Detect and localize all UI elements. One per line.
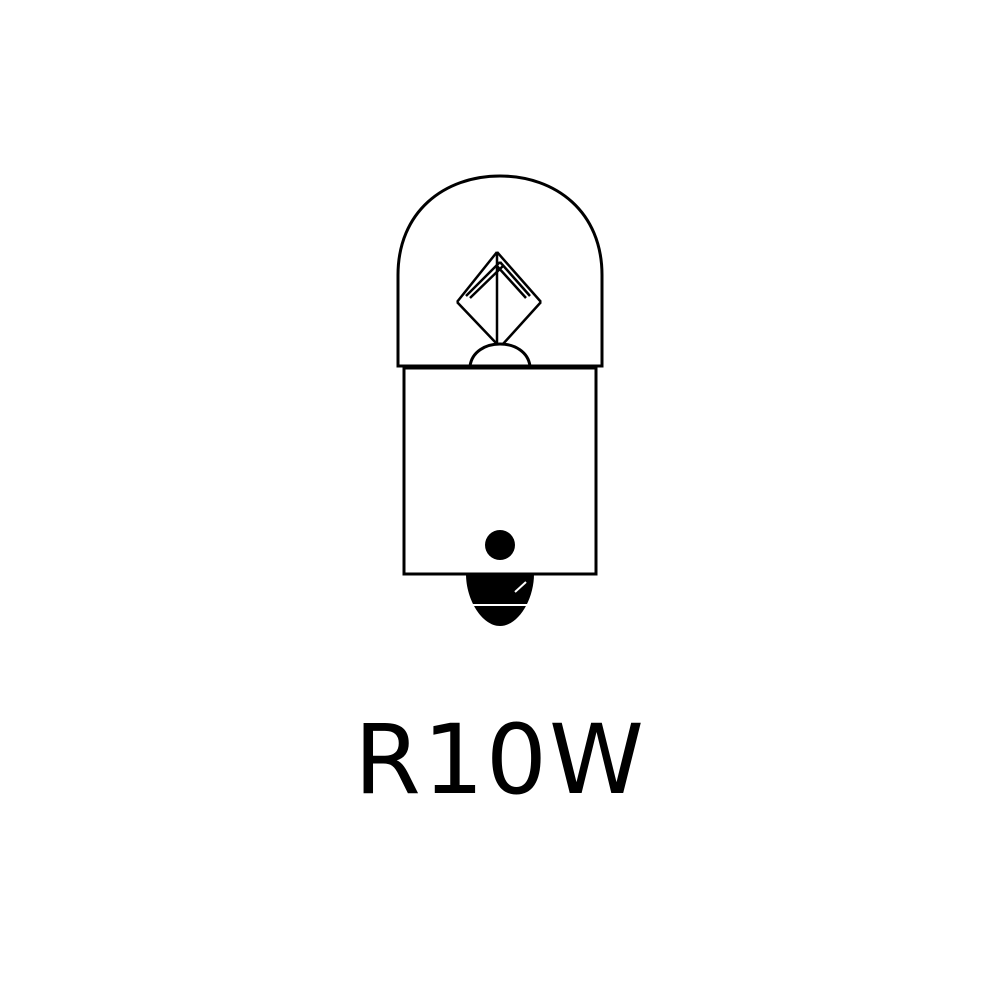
bayonet-pin <box>485 530 515 560</box>
tip-highlight <box>514 581 527 593</box>
filament-base <box>468 342 532 367</box>
filament <box>456 251 542 345</box>
contact-tip <box>466 574 534 626</box>
bulb-type-label: R10W <box>354 704 646 816</box>
